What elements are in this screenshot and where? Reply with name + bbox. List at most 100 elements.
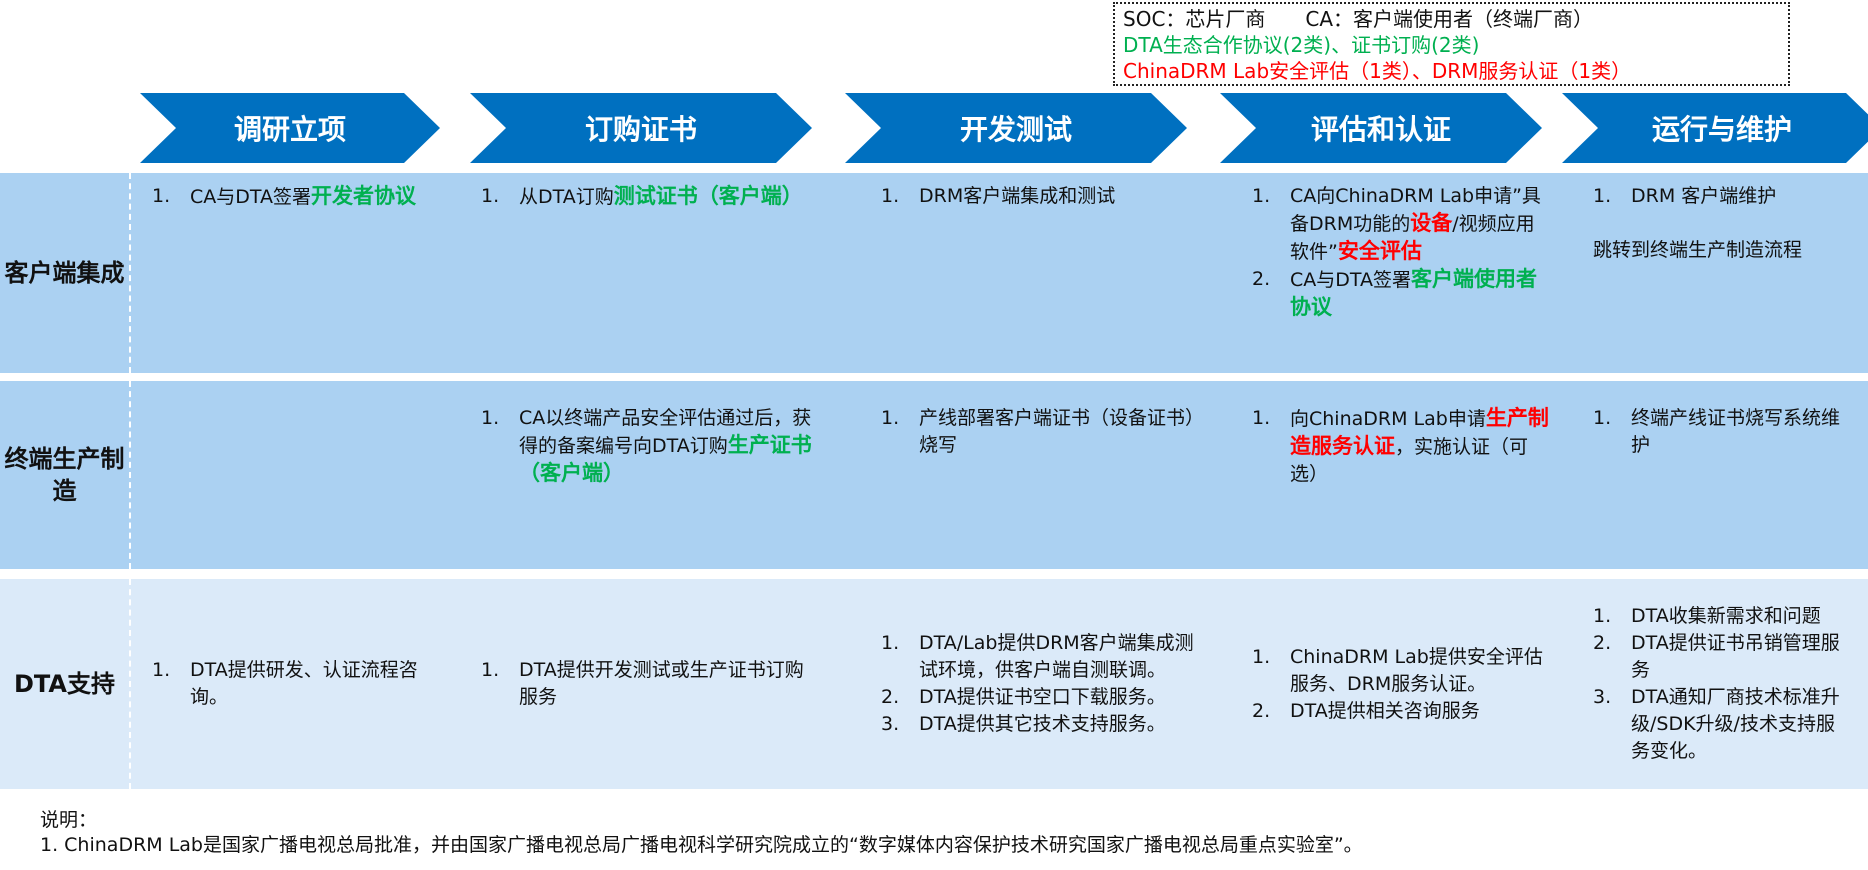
cell: 1. DTA提供开发测试或生产证书订购服务 (481, 579, 821, 789)
item-text: CA与DTA签署 (1290, 269, 1412, 291)
cell: 1.向ChinaDRM Lab申请生产制造服务认证，实施认证（可选） (1252, 405, 1552, 488)
cell: 1. 产线部署客户端证书（设备证书）烧写 (881, 405, 1211, 459)
item-number: 1. (881, 632, 900, 654)
item-number: 3. (1593, 686, 1612, 708)
cell: 1. DRM 客户端维护跳转到终端生产制造流程 (1593, 183, 1853, 264)
phase-research: 调研立项 (140, 93, 440, 163)
legend-ca: CA：客户端使用者（终端厂商） (1305, 7, 1594, 31)
item-number: 1. (1252, 185, 1271, 207)
cell: 1. DTA/Lab提供DRM客户端集成测试环境，供客户端自测联调。 2. DTA提供… (881, 579, 1211, 789)
item-text: CA与DTA签署 (190, 186, 312, 208)
item-text: DTA提供开发测试或生产证书订购服务 (519, 659, 804, 708)
list-item: 1. DTA/Lab提供DRM客户端集成测试环境，供客户端自测联调。 (881, 630, 1211, 684)
item-number: 1. (881, 407, 900, 429)
item-text: DTA提供研发、认证流程咨询。 (190, 659, 418, 708)
item-text: DTA/Lab提供DRM客户端集成测试环境，供客户端自测联调。 (919, 632, 1194, 681)
list-item: 2.DTA提供相关咨询服务 (1252, 698, 1552, 725)
agreement-highlight: 开发者协议 (311, 184, 417, 208)
row-terminal-manufacturing: 终端生产制造 1. CA以终端产品安全评估通过后，获得的备案编号向DTA订购生产证书… (0, 381, 1868, 569)
dashed-divider (129, 173, 131, 373)
agreement-highlight: 生产证书（客户端） (519, 433, 812, 485)
item-number: 1. (481, 407, 500, 429)
row-label: 客户端集成 (4, 259, 125, 287)
phase-evaluation-certification: 评估和认证 (1220, 93, 1542, 163)
item-number: 2. (1252, 268, 1271, 290)
item-text: CA向ChinaDRM Lab申请”具备DRM功能的 (1290, 185, 1541, 235)
list-item: 1. CA以终端产品安全评估通过后，获得的备案编号向DTA订购生产证书（客户端） (481, 405, 821, 488)
item-text: 产线部署客户端证书（设备证书）烧写 (919, 407, 1205, 456)
item-text: DRM客户端集成和测试 (919, 185, 1116, 207)
cell: 1.从DTA订购测试证书（客户端） (481, 183, 821, 211)
list-item: 1.向ChinaDRM Lab申请生产制造服务认证，实施认证（可选） (1252, 405, 1552, 488)
list-item: 3. DTA提供其它技术支持服务。 (881, 711, 1211, 738)
item-number: 2. (1593, 632, 1612, 654)
row-label: DTA支持 (13, 670, 115, 698)
item-text: DTA通知厂商技术标准升级/SDK升级/技术支持服务变化。 (1631, 686, 1840, 762)
legend-green-line: DTA生态合作协议(2类)、证书订购(2类) (1123, 33, 1480, 57)
cell: 1. DRM客户端集成和测试 (881, 183, 1211, 210)
list-item: 1. CA向ChinaDRM Lab申请”具备DRM功能的设备/视频应用软件”安全… (1252, 183, 1552, 266)
dashed-divider (129, 381, 131, 569)
certification-highlight: 生产制造服务认证 (1290, 406, 1549, 458)
item-text: 跳转到终端生产制造流程 (1593, 239, 1803, 261)
item-text: CA以终端产品安全评估通过后，获得的备案编号向DTA订购 (519, 407, 812, 457)
certification-highlight: 设备 (1410, 211, 1453, 235)
item-text: DTA提供相关咨询服务 (1290, 699, 1480, 722)
phase-order-certificate: 订购证书 (470, 93, 812, 163)
cell: 1. CA以终端产品安全评估通过后，获得的备案编号向DTA订购生产证书（客户端） (481, 405, 821, 488)
list-item: 2. CA与DTA签署客户端使用者协议 (1252, 266, 1552, 322)
legend-red-line: ChinaDRM Lab安全评估（1类）、DRM服务认证（1类） (1123, 59, 1632, 83)
agreement-highlight: 测试证书（客户端） (613, 184, 803, 208)
cell: 1. CA向ChinaDRM Lab申请”具备DRM功能的设备/视频应用软件”安全… (1252, 183, 1552, 322)
item-text: /视频应用软件” (1290, 213, 1535, 263)
row-label: 终端生产制造 (4, 445, 125, 505)
list-item: 1. 终端产线证书烧写系统维护 (1593, 405, 1853, 459)
list-item: 2. DTA提供证书吊销管理服务 (1593, 630, 1853, 684)
list-item: 跳转到终端生产制造流程 (1593, 237, 1853, 264)
item-number: 1. (1593, 407, 1612, 429)
item-text: DTA提供证书吊销管理服务 (1631, 632, 1840, 681)
item-number: 3. (881, 713, 900, 735)
item-number: 1. (1593, 185, 1612, 207)
item-text: 向ChinaDRM Lab申请 (1290, 408, 1486, 430)
certification-highlight: 安全评估 (1337, 239, 1422, 263)
cell: 1. 终端产线证书烧写系统维护 (1593, 405, 1853, 459)
cell: 1. DTA收集新需求和问题 2. DTA提供证书吊销管理服务 3. DTA通知厂商技术标… (1593, 579, 1853, 789)
item-text: 终端产线证书烧写系统维护 (1631, 407, 1841, 456)
item-text: DTA提供其它技术支持服务。 (919, 713, 1166, 735)
cell: 1. DTA提供研发、认证流程咨询。 (152, 579, 422, 789)
list-item: 1. DTA收集新需求和问题 (1593, 603, 1853, 630)
cell: 1.CA与DTA签署开发者协议 (152, 183, 422, 211)
notes-title: 说明： (40, 809, 98, 831)
agreement-highlight: 客户端使用者协议 (1290, 267, 1538, 319)
item-number: 1. (152, 659, 171, 681)
row-dta-support: DTA支持 1. DTA提供研发、认证流程咨询。 1. DTA提供开发测试或生产证书订购… (0, 579, 1868, 789)
cell: 1.ChinaDRM Lab提供安全评估服务、DRM服务认证。2.DTA提供相关… (1252, 579, 1552, 789)
list-item: 1.CA与DTA签署开发者协议 (152, 183, 422, 211)
list-item: 2. DTA提供证书空口下载服务。 (881, 684, 1211, 711)
item-number: 2. (881, 686, 900, 708)
phase-operation-maintenance: 运行与维护 (1562, 93, 1868, 163)
list-item: 3. DTA通知厂商技术标准升级/SDK升级/技术支持服务变化。 (1593, 684, 1853, 765)
item-text: ChinaDRM Lab提供安全评估服务、DRM服务认证。 (1290, 645, 1543, 695)
list-item: 1. DRM 客户端维护 (1593, 183, 1853, 210)
list-item: 1. DTA提供开发测试或生产证书订购服务 (481, 657, 821, 711)
item-text: DTA收集新需求和问题 (1631, 605, 1821, 627)
item-number: 1. (1252, 407, 1271, 429)
item-number: 1. (881, 185, 900, 207)
list-item: 1. DTA提供研发、认证流程咨询。 (152, 657, 422, 711)
item-number: 1. (481, 659, 500, 681)
item-text: DRM 客户端维护 (1631, 185, 1777, 207)
list-item: 1.从DTA订购测试证书（客户端） (481, 183, 821, 211)
list-item: 1. 产线部署客户端证书（设备证书）烧写 (881, 405, 1211, 459)
phase-dev-test: 开发测试 (845, 93, 1187, 163)
list-item: 1. DRM客户端集成和测试 (881, 183, 1211, 210)
item-text: DTA提供证书空口下载服务。 (919, 686, 1166, 708)
notes-line-1: 1. ChinaDRM Lab是国家广播电视总局批准，并由国家广播电视总局广播电… (40, 834, 1363, 856)
item-number: 1. (1593, 605, 1612, 627)
list-item: 1.ChinaDRM Lab提供安全评估服务、DRM服务认证。 (1252, 644, 1552, 698)
notes: 说明： 1. ChinaDRM Lab是国家广播电视总局批准，并由国家广播电视总… (40, 808, 1363, 858)
item-text: 从DTA订购 (519, 186, 614, 208)
